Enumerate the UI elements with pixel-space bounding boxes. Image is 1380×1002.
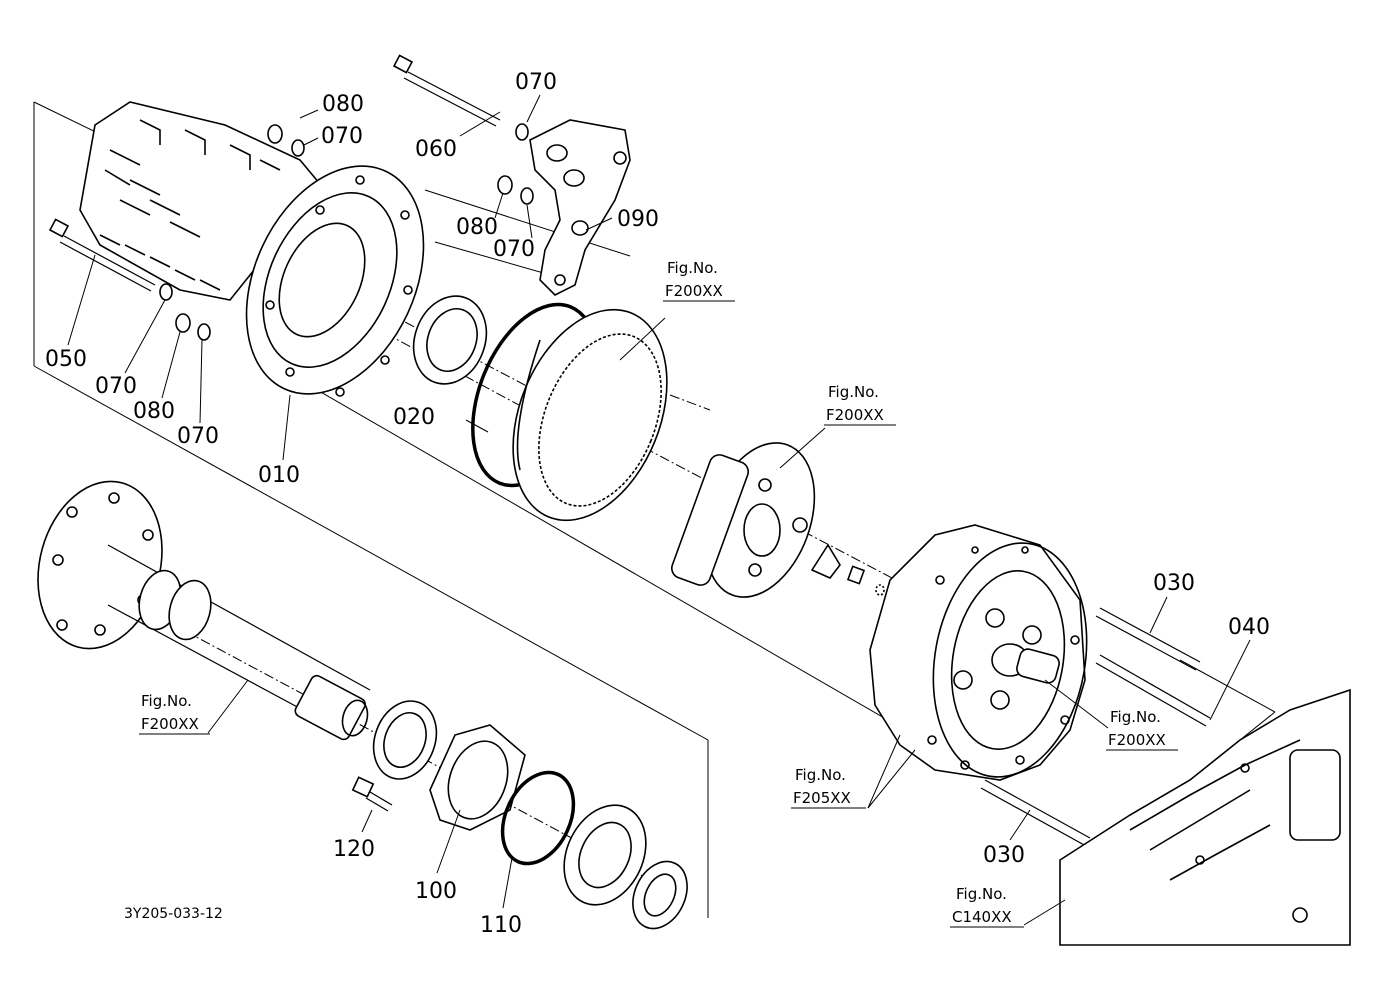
fig-ref-1: Fig.No. F200XX	[663, 259, 735, 302]
diagram-code: 3Y205-033-12	[124, 906, 223, 922]
label-070-a: 070	[515, 70, 557, 95]
svg-text:Fig.No.: Fig.No.	[956, 885, 1007, 903]
svg-text:C140XX: C140XX	[952, 908, 1012, 926]
fig-ref-4: Fig.No. F200XX	[1106, 708, 1178, 751]
label-080-b: 080	[456, 215, 498, 240]
planetary-carrier	[670, 442, 816, 598]
shaft-seal-set	[372, 700, 688, 930]
part-060-bolt	[392, 54, 501, 127]
svg-text:Fig.No.: Fig.No.	[795, 766, 846, 784]
svg-text:Fig.No.: Fig.No.	[141, 692, 192, 710]
washers-and-nuts	[159, 123, 534, 341]
ring-gear	[512, 308, 711, 522]
svg-text:Fig.No.: Fig.No.	[828, 383, 879, 401]
svg-text:Fig.No.: Fig.No.	[1110, 708, 1161, 726]
label-020: 020	[393, 405, 435, 430]
part-020-bearing	[412, 295, 488, 385]
fig-ref-3: Fig.No. F200XX	[139, 692, 210, 735]
svg-text:F205XX: F205XX	[793, 789, 851, 807]
fig-ref-2: Fig.No. F200XX	[824, 383, 896, 426]
label-070-e: 070	[177, 424, 219, 449]
label-110: 110	[480, 913, 522, 938]
figure-references: Fig.No. F200XX Fig.No. F200XX Fig.No. F2…	[139, 259, 1178, 928]
axle-hub-housing	[869, 524, 1088, 781]
leader-lines	[67, 94, 1251, 926]
label-100: 100	[415, 879, 457, 904]
part-090-bracket	[529, 119, 631, 296]
label-050: 050	[45, 347, 87, 372]
part-010-housing	[79, 101, 425, 397]
svg-text:F200XX: F200XX	[665, 282, 723, 300]
label-030-bottom: 030	[983, 843, 1025, 868]
label-070-d: 070	[95, 374, 137, 399]
label-040: 040	[1228, 615, 1270, 640]
label-060: 060	[415, 137, 457, 162]
label-070-b: 070	[321, 124, 363, 149]
svg-text:F200XX: F200XX	[1108, 731, 1166, 749]
part-number-labels: 010 020 030 030 040 050 060 070 070 070 …	[45, 70, 1270, 938]
fig-ref-5: Fig.No. F205XX	[791, 766, 866, 809]
label-120: 120	[333, 837, 375, 862]
part-120-bolt	[351, 776, 393, 812]
axle-shaft	[37, 480, 371, 741]
label-090: 090	[617, 207, 659, 232]
label-030-top: 030	[1153, 571, 1195, 596]
assembly-guide-lines	[33, 101, 1276, 918]
label-070-c: 070	[493, 237, 535, 262]
label-080-c: 080	[133, 399, 175, 424]
retainer-plate	[810, 543, 885, 596]
studs	[980, 607, 1211, 847]
svg-text:F200XX: F200XX	[826, 406, 884, 424]
transmission-case	[1059, 688, 1351, 946]
label-010: 010	[258, 463, 300, 488]
fig-ref-6: Fig.No. C140XX	[950, 885, 1024, 928]
label-080-a: 080	[322, 92, 364, 117]
svg-text:F200XX: F200XX	[141, 715, 199, 733]
svg-text:Fig.No.: Fig.No.	[667, 259, 718, 277]
part-050-bolt	[48, 218, 156, 292]
